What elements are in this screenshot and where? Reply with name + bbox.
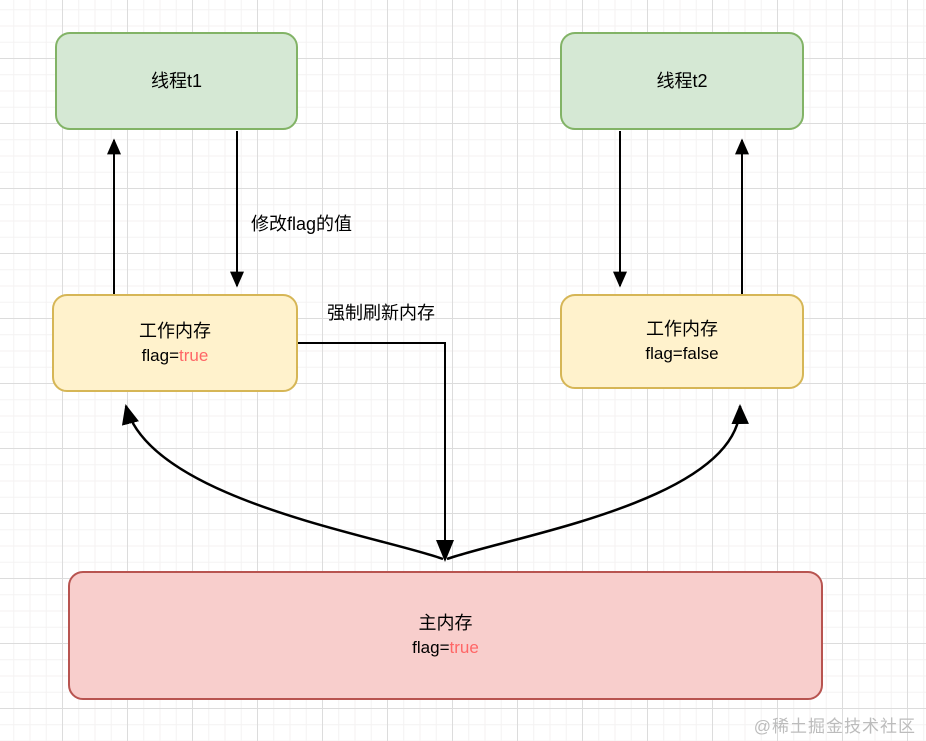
node-working-memory-2: 工作内存 flag=false [560,294,804,389]
node-thread-t1: 线程t1 [55,32,298,130]
watermark-juejin: @稀土掘金技术社区 [753,717,916,736]
edge-label-force-flush: 强制刷新内存 [327,303,435,323]
arrow-flush-working1-to-mainmem [298,342,454,562]
arrow-mainmem-to-working1 [122,404,444,561]
flag-value: false [682,344,719,364]
flag-value: true [179,345,209,365]
flag-value: true [449,638,479,658]
node-working-memory-1: 工作内存 flag=true [52,294,298,392]
flag-prefix: flag= [645,344,683,364]
arrow-mainmem-to-working2 [446,404,749,561]
working-memory-2-title: 工作内存 [646,319,718,340]
edge-label-modify-flag: 修改flag的值 [251,214,353,234]
flag-prefix: flag= [141,345,180,365]
thread-t1-label: 线程t1 [150,70,202,91]
node-thread-t2: 线程t2 [560,32,804,130]
working-memory-1-flag: flag=true [142,344,209,369]
working-memory-1-title: 工作内存 [139,320,211,341]
main-memory-title: 主内存 [418,613,473,634]
main-memory-flag: flag=true [412,636,479,661]
working-memory-2-flag: flag=false [645,342,718,367]
flag-prefix: flag= [412,638,450,658]
thread-t2-label: 线程t2 [656,70,708,91]
node-main-memory: 主内存 flag=true [68,571,823,700]
